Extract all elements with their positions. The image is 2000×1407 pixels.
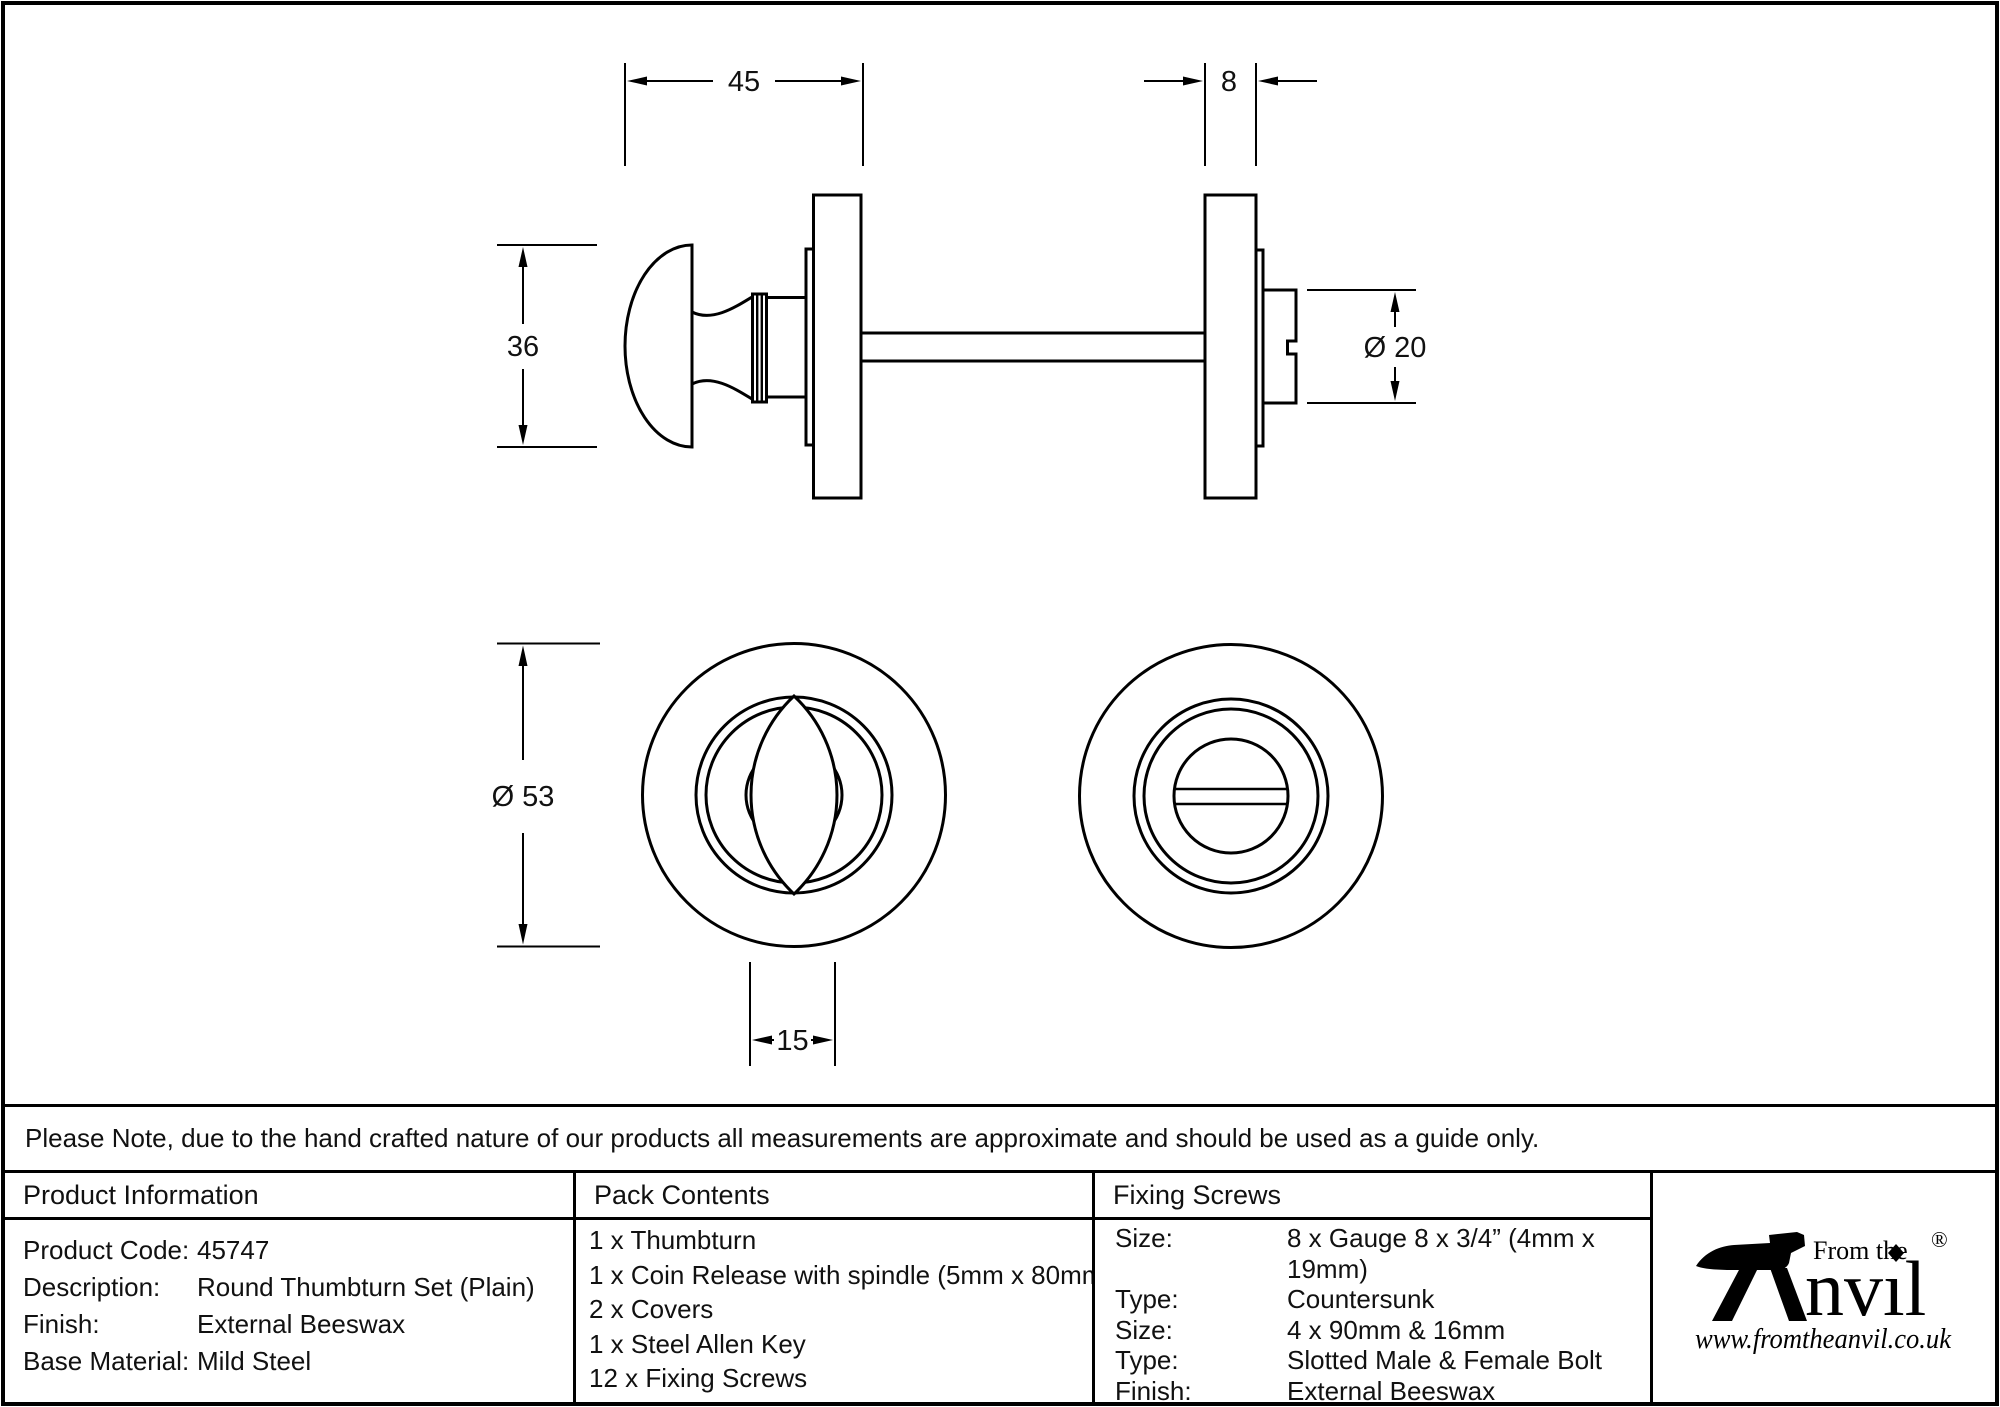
- list-item: 1 x Steel Allen Key: [589, 1328, 806, 1359]
- side-view: [623, 193, 1298, 500]
- table-row: Finish: External Beeswax: [1115, 1376, 1644, 1407]
- pack-contents-body: 1 x Thumbturn 1 x Coin Release with spin…: [576, 1220, 1113, 1396]
- row-value: 45747: [197, 1235, 270, 1265]
- dim-dia-20-label: Ø 20: [1364, 332, 1427, 364]
- pack-contents-title: Pack Contents: [594, 1179, 770, 1210]
- row-label: Size:: [1115, 1314, 1173, 1345]
- row-label: Size:: [1115, 1223, 1173, 1253]
- dim-8: 8: [1144, 63, 1317, 166]
- dim-45-label: 45: [728, 66, 760, 98]
- thumbturn-knob-side: [623, 243, 694, 449]
- dim-15-label: 15: [776, 1025, 808, 1057]
- anvil-icon: [1696, 1231, 1807, 1321]
- row-label: Type:: [1115, 1284, 1179, 1315]
- row-value: Slotted Male & Female Bolt: [1287, 1345, 1603, 1376]
- cover-outer-circle: [641, 642, 947, 948]
- pack-contents-cell: Pack Contents 1 x Thumbturn 1 x Coin Rel…: [573, 1170, 1113, 1402]
- row-value: External Beeswax: [1287, 1375, 1496, 1406]
- table-row: Product Code: 45747: [23, 1232, 567, 1269]
- cover-plate-left: [812, 193, 863, 500]
- measurement-note-text: Please Note, due to the hand crafted nat…: [25, 1123, 1540, 1153]
- thumbturn-front-view: [641, 642, 947, 948]
- table-row: Size: 4 x 90mm & 16mm: [1115, 1315, 1644, 1346]
- product-information-body: Product Code: 45747 Description: Round T…: [5, 1220, 573, 1380]
- fixing-screws-body: Size: 8 x Gauge 8 x 3/4” (4mm x 19mm) Ty…: [1095, 1220, 1650, 1407]
- dim-8-label: 8: [1221, 66, 1237, 98]
- thumbturn-neck: [691, 379, 753, 401]
- brand-website: www.fromtheanvil.co.uk: [1695, 1323, 1952, 1355]
- dim-36-label: 36: [507, 331, 539, 363]
- rose-circle-outer: [1132, 697, 1330, 895]
- row-label: Description:: [23, 1272, 161, 1302]
- from-the-anvil-logo: From the nvıl ® www.fromtheanvil.co.uk: [1693, 1222, 1955, 1358]
- registered-mark: ®: [1931, 1227, 1948, 1252]
- measurement-note: Please Note, due to the hand crafted nat…: [5, 1104, 1995, 1170]
- diamond-dot-icon: [1888, 1243, 1904, 1262]
- thumbturn-neck: [691, 295, 753, 317]
- table-row: Size: 8 x Gauge 8 x 3/4” (4mm x 19mm): [1115, 1223, 1644, 1284]
- dim-dia-20: Ø 20: [1307, 289, 1427, 404]
- brand-wordmark: nvıl: [1805, 1245, 1926, 1332]
- dim-45: 45: [624, 63, 864, 166]
- product-information-cell: Product Information Product Code: 45747 …: [5, 1170, 573, 1402]
- thumbturn-base-cylinder: [765, 296, 808, 399]
- product-information-header: Product Information: [5, 1173, 573, 1220]
- table-row: Finish: External Beeswax: [23, 1306, 567, 1343]
- table-row: Type: Countersunk: [1115, 1284, 1644, 1315]
- fixing-screws-title: Fixing Screws: [1113, 1179, 1282, 1210]
- fixing-screws-header: Fixing Screws: [1095, 1173, 1650, 1220]
- product-information-title: Product Information: [23, 1179, 259, 1210]
- row-label: Product Code:: [23, 1235, 190, 1265]
- row-label: Finish:: [23, 1309, 100, 1339]
- list-item: 1 x Thumbturn: [589, 1225, 757, 1255]
- dim-36: 36: [497, 244, 597, 448]
- row-value: 4 x 90mm & 16mm: [1287, 1314, 1506, 1345]
- rose-circle-inner: [1142, 707, 1320, 885]
- fixing-screws-cell: Fixing Screws Size: 8 x Gauge 8 x 3/4” (…: [1092, 1170, 1650, 1407]
- row-value: 8 x Gauge 8 x 3/4” (4mm x 19mm): [1287, 1223, 1595, 1284]
- row-value: Countersunk: [1287, 1284, 1435, 1315]
- cover-outer-circle: [1078, 643, 1384, 949]
- row-value: Round Thumbturn Set (Plain): [197, 1272, 535, 1302]
- dim-dia-53: Ø 53: [492, 642, 600, 948]
- coin-release-front-view: [1078, 643, 1384, 949]
- thumbturn-collar-rings: [751, 292, 768, 404]
- dim-dia-53-label: Ø 53: [492, 781, 555, 813]
- anvil-logo-icon: From the nvıl ® www.fromtheanvil.co.uk: [1695, 1227, 1952, 1355]
- row-value: Mild Steel: [197, 1346, 312, 1376]
- row-value: External Beeswax: [197, 1309, 406, 1339]
- row-label: Type:: [1115, 1345, 1179, 1376]
- coin-release-knob-side: [1261, 288, 1298, 405]
- list-item: 1 x Coin Release with spindle (5mm x 80m…: [589, 1259, 1113, 1290]
- table-row: Description: Round Thumbturn Set (Plain): [23, 1269, 567, 1306]
- table-row: Type: Slotted Male & Female Bolt: [1115, 1345, 1644, 1376]
- dim-15: 15: [749, 962, 836, 1066]
- table-row: Base Material: Mild Steel: [23, 1343, 567, 1380]
- list-item: 2 x Covers: [589, 1294, 714, 1324]
- brand-cell: From the nvıl ® www.fromtheanvil.co.uk: [1650, 1170, 1995, 1402]
- spindle: [859, 331, 1207, 363]
- technical-drawing: 45 8 36 Ø 20: [492, 63, 1427, 1066]
- row-label: Finish:: [1115, 1375, 1192, 1406]
- thumbturn-grip-front: [749, 693, 839, 897]
- list-item: 12 x Fixing Screws: [589, 1363, 808, 1393]
- coin-disc-circle: [1172, 737, 1290, 855]
- row-label: Base Material:: [23, 1346, 190, 1376]
- pack-contents-header: Pack Contents: [576, 1173, 1092, 1220]
- cover-plate-right: [1203, 193, 1258, 500]
